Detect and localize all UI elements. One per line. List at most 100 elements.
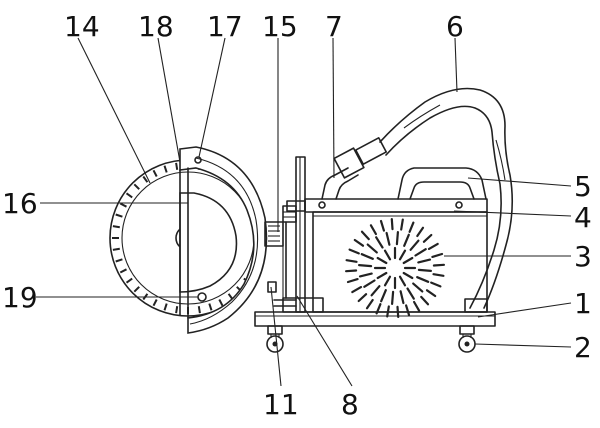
blade-tooth-slot	[142, 175, 149, 183]
blade-tooth-slot	[163, 165, 168, 173]
grille-slot	[383, 275, 392, 287]
grille-slot	[386, 305, 390, 318]
grille-slot	[402, 271, 414, 280]
caster-wheel-right	[458, 325, 476, 353]
label-19: 19	[2, 281, 38, 314]
leader-lines	[36, 37, 572, 387]
grille-slot	[345, 259, 358, 263]
label-4: 4	[574, 201, 592, 234]
grille-slot	[402, 256, 414, 265]
grille-slot	[375, 303, 382, 315]
blade-tooth-slot	[125, 277, 133, 284]
label-17: 17	[207, 10, 243, 43]
base-plate	[254, 311, 496, 327]
grille-slot	[366, 243, 378, 254]
label-8: 8	[341, 388, 359, 421]
grille-slot	[383, 249, 392, 261]
label-11: 11	[263, 388, 299, 421]
grille-slot	[357, 293, 368, 303]
grille-slot	[391, 290, 395, 305]
grille-slot	[346, 278, 359, 284]
grille-slot	[348, 248, 360, 255]
grille-slot	[363, 279, 376, 288]
handle	[397, 167, 487, 200]
blade-tooth-slot	[175, 162, 179, 170]
grille-slot	[412, 282, 424, 293]
label-18: 18	[138, 10, 174, 43]
label-6: 6	[446, 10, 464, 43]
label-7: 7	[325, 10, 343, 43]
grille-slot	[345, 269, 358, 273]
grille-slot	[396, 305, 400, 318]
blade-tooth-slot	[112, 225, 120, 229]
fan-vent-grille	[345, 218, 445, 318]
grille-slot	[430, 281, 442, 288]
blade-tooth-slot	[119, 268, 127, 274]
grille-slot	[403, 233, 410, 247]
grille-slot	[431, 252, 444, 258]
blade-tooth-slot	[197, 306, 201, 314]
label-16: 16	[2, 187, 38, 220]
blade-tooth-slot	[175, 306, 179, 314]
grille-slot	[351, 286, 363, 294]
vacuum-hose	[321, 87, 514, 313]
label-1: 1	[574, 287, 592, 320]
grille-slot	[417, 258, 432, 264]
grille-slot	[390, 218, 394, 231]
grille-slot	[353, 238, 365, 247]
main-housing	[312, 211, 488, 313]
label-2: 2	[574, 331, 592, 364]
grille-slot	[405, 304, 411, 317]
grille-slot	[414, 248, 427, 257]
support-frame	[273, 156, 324, 313]
grille-slot	[358, 264, 373, 268]
blade-tooth-slot	[163, 303, 168, 311]
grille-slot	[398, 249, 407, 261]
grille-slot	[406, 287, 415, 300]
grille-slot	[399, 290, 405, 305]
blade-tooth-slot	[208, 303, 213, 311]
grille-slot	[385, 231, 391, 246]
label-15: 15	[262, 10, 298, 43]
grille-slot	[400, 218, 404, 231]
grille-slot	[370, 285, 381, 297]
grille-slot	[375, 236, 384, 249]
blade-tooth-slot	[115, 258, 123, 263]
grille-slot	[376, 256, 388, 265]
blade-tooth-slot	[133, 286, 140, 293]
label-3: 3	[574, 240, 592, 273]
part-labels: 14 18 17 15 7 6 16 5 4 3 19 1 2 11 8	[2, 10, 592, 421]
grille-slot	[395, 231, 399, 246]
blade-guard	[179, 146, 284, 334]
grille-slot	[376, 271, 388, 280]
label-5: 5	[574, 170, 592, 203]
grille-slot	[432, 273, 445, 277]
grille-slot	[360, 230, 370, 241]
blade-tooth-slot	[125, 192, 133, 199]
grille-slot	[427, 242, 439, 250]
grille-slot	[422, 233, 433, 243]
grille-slot	[416, 276, 430, 283]
grille-slot	[360, 253, 374, 260]
blade-tooth-slot	[152, 299, 158, 307]
grille-slot	[365, 298, 374, 310]
grille-slot	[425, 289, 437, 298]
grille-slot	[416, 226, 425, 238]
grille-slot	[432, 263, 445, 267]
grille-slot	[408, 221, 415, 233]
top-plate	[286, 198, 488, 213]
grille-slot	[369, 224, 377, 236]
grille-slot	[417, 268, 432, 272]
grille-slot	[409, 239, 420, 251]
blade-tooth-slot	[119, 202, 127, 208]
blade-tooth-slot	[115, 213, 123, 218]
grille-slot	[398, 275, 407, 287]
grille-slot	[380, 289, 387, 303]
grille-slot	[420, 295, 430, 306]
blade-tooth-slot	[218, 299, 224, 307]
blade-tooth-slot	[133, 183, 140, 190]
label-14: 14	[64, 10, 100, 43]
grille-slot	[379, 219, 385, 232]
grille-slot	[413, 300, 421, 312]
